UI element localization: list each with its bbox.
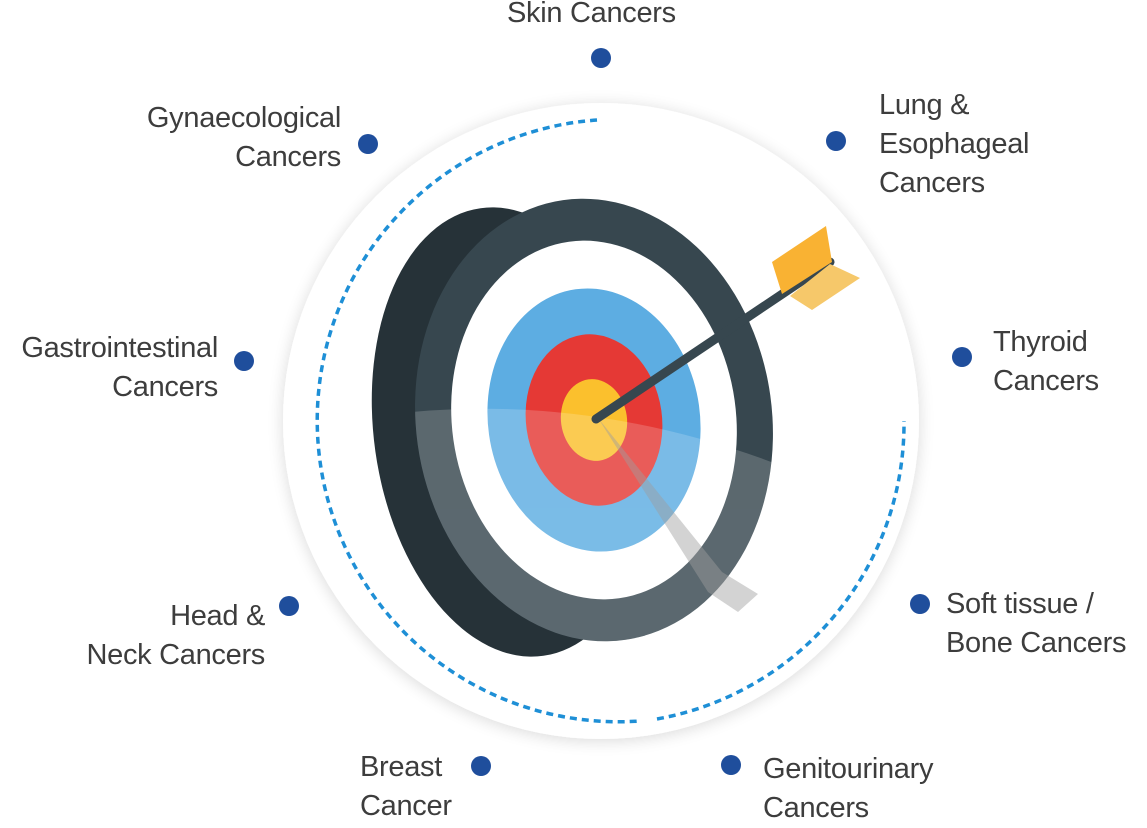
label-soft-tissue-bone-cancers: Soft tissue / Bone Cancers xyxy=(946,588,1127,659)
arrow-fletching-top xyxy=(772,226,832,294)
breast-dot xyxy=(471,756,491,776)
label-gastrointestinal-cancers: Gastrointestinal Cancers xyxy=(21,332,218,403)
arrow-fletching-bottom xyxy=(790,264,860,310)
label-gynaecological-cancers: Gynaecological Cancers xyxy=(146,102,341,173)
dashed-arc-left xyxy=(315,118,641,724)
skin-dot xyxy=(591,48,611,68)
label-lung-esophageal-cancers: Lung & Esophageal Cancers xyxy=(879,89,1030,199)
thyroid-dot xyxy=(952,347,972,367)
genitourinary-dot xyxy=(721,755,741,775)
label-breast-cancer: Breast Cancer xyxy=(360,751,452,822)
label-genitourinary-cancers: Genitourinary Cancers xyxy=(763,753,934,824)
arrow-shadow xyxy=(598,418,758,612)
label-head-neck-cancers: Head & Neck Cancers xyxy=(86,600,265,671)
label-skin-cancers: Skin Cancers xyxy=(507,0,676,29)
head-neck-dot xyxy=(279,596,299,616)
dashed-arc-right xyxy=(656,420,906,721)
soft-tissue-dot xyxy=(910,594,930,614)
gynaecological-dot xyxy=(358,134,378,154)
label-thyroid-cancers: Thyroid Cancers xyxy=(993,326,1099,397)
gastrointestinal-dot xyxy=(234,351,254,371)
lung-dot xyxy=(826,131,846,151)
